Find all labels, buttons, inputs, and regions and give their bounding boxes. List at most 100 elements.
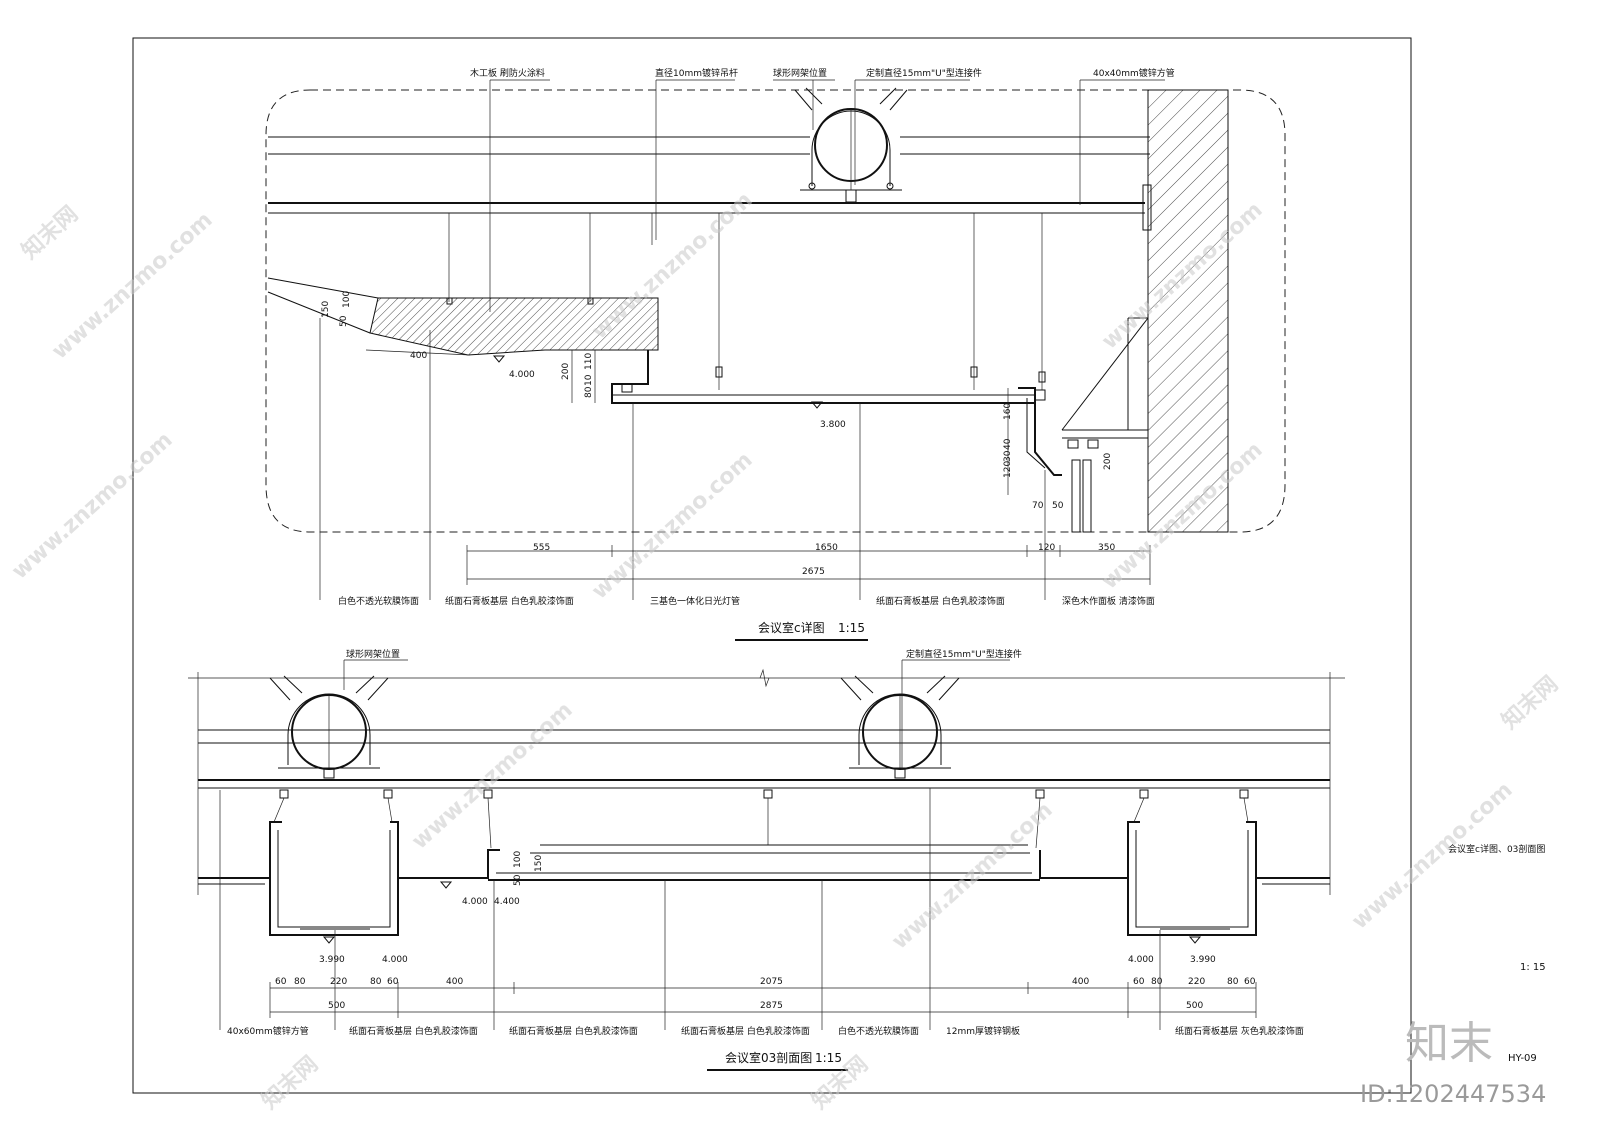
- dim-30: 30: [1003, 450, 1013, 462]
- dim-500-r: 500: [1186, 1001, 1203, 1011]
- svg-text:www.znzmo.com: www.znzmo.com: [407, 698, 577, 855]
- svg-text:www.znzmo.com: www.znzmo.com: [47, 208, 217, 365]
- dim-555: 555: [533, 543, 550, 553]
- right-trough: [1039, 821, 1330, 936]
- svg-text:www.znzmo.com: www.znzmo.com: [7, 428, 177, 585]
- brand-logo: 知末: [1405, 1018, 1493, 1069]
- dim-r-60b: 60: [1244, 977, 1256, 987]
- dim-150-s: 150: [534, 855, 544, 872]
- dim-l-80b: 80: [370, 977, 382, 987]
- dims-right-row1: 400 60 80 220 80 60: [1072, 977, 1256, 987]
- dim-50-s: 50: [513, 874, 523, 886]
- dim-2875: 2875: [760, 1001, 783, 1011]
- callout-hanger: 直径10mm镀锌吊杆: [655, 67, 738, 79]
- svg-text:知末网: 知末网: [1497, 671, 1563, 734]
- callout-square-tube: 40x40mm镀锌方管: [1093, 67, 1175, 79]
- s03-callout-u-connector: 定制直径15mm"U"型连接件: [906, 648, 1022, 660]
- elev-3800: 3.800: [820, 420, 846, 430]
- section-03: 100 150 50 4.000 4.400 3.990 4.000 4.000…: [188, 648, 1345, 1071]
- dim-r-80a: 80: [1151, 977, 1163, 987]
- elev-l-4000b: 4.000: [382, 955, 408, 965]
- dim-200: 200: [561, 363, 571, 380]
- callout-plywood: 木工板 刷防火涂料: [470, 67, 545, 79]
- tube-clips: [279, 789, 1249, 799]
- left-trough: [198, 821, 500, 936]
- concrete-column: [1147, 89, 1229, 533]
- dim-r-220: 220: [1188, 977, 1205, 987]
- dim-l-80a: 80: [294, 977, 306, 987]
- dim-110: 110: [584, 353, 594, 370]
- dim-120-h: 120: [1038, 543, 1055, 553]
- dim-40: 40: [1003, 438, 1013, 450]
- dim-100: 100: [342, 291, 352, 308]
- sheet-border: [132, 37, 1412, 1094]
- dims-left-row1: 60 80 220 80 60 400: [275, 977, 463, 987]
- dim-70: 70: [1032, 501, 1044, 511]
- section-03-scale: 1:15: [815, 1051, 842, 1065]
- ball-joint-node: [794, 87, 908, 203]
- elev-4000: 4.000: [509, 370, 535, 380]
- dim-l-400: 400: [446, 977, 463, 987]
- detail-c: 4.000 3.800 150 100 50 400 200 110 10 80…: [265, 67, 1286, 641]
- sidebar-scale: 1: 15: [1520, 962, 1546, 973]
- dim-160: 160: [1003, 403, 1013, 420]
- s03-callout-gypsum-1: 纸面石膏板基层 白色乳胶漆饰面: [349, 1025, 478, 1037]
- sidebar-drawing-name: 会议室c详图、03剖面图: [1448, 843, 1545, 855]
- dim-50-r: 50: [1052, 501, 1064, 511]
- callout-ball-joint: 球形网架位置: [773, 67, 827, 79]
- dim-2675: 2675: [802, 567, 825, 577]
- elev-l-4000: 4.000: [462, 897, 488, 907]
- svg-text:www.znzmo.com: www.znzmo.com: [887, 798, 1057, 955]
- dim-80: 80: [584, 386, 594, 398]
- svg-text:www.znzmo.com: www.znzmo.com: [1347, 778, 1517, 935]
- watermarks: www.znzmo.com www.znzmo.com www.znzmo.co…: [7, 188, 1563, 1115]
- dim-l-60b: 60: [387, 977, 399, 987]
- callout-gypsum-2: 纸面石膏板基层 白色乳胶漆饰面: [876, 595, 1005, 607]
- s03-callout-steel-plate: 12mm厚镀锌钢板: [946, 1025, 1020, 1037]
- dim-350: 350: [1098, 543, 1115, 553]
- dim-2075: 2075: [760, 977, 783, 987]
- section-03-title: 会议室03剖面图: [725, 1050, 812, 1065]
- callout-soft-film: 白色不透光软膜饰面: [338, 595, 419, 607]
- dim-r-80b: 80: [1227, 977, 1239, 987]
- s03-bottom-callouts: 40x60mm镀锌方管 纸面石膏板基层 白色乳胶漆饰面 纸面石膏板基层 白色乳胶…: [219, 788, 1304, 1037]
- svg-text:知末网: 知末网: [257, 1051, 323, 1114]
- elev-l-4400: 4.400: [494, 897, 520, 907]
- dim-400: 400: [410, 351, 427, 361]
- ball-joint-right: [840, 675, 960, 779]
- callout-u-connector: 定制直径15mm"U"型连接件: [866, 67, 982, 79]
- callout-gypsum-1: 纸面石膏板基层 白色乳胶漆饰面: [445, 595, 574, 607]
- elev-l-3990: 3.990: [319, 955, 345, 965]
- s03-callout-gypsum-3: 纸面石膏板基层 白色乳胶漆饰面: [681, 1025, 810, 1037]
- svg-text:知末网: 知末网: [17, 201, 83, 264]
- callout-wood-panel: 深色木作面板 清漆饰面: [1062, 595, 1155, 607]
- hanger-rods: [446, 213, 1046, 390]
- svg-text:www.znzmo.com: www.znzmo.com: [587, 188, 757, 345]
- top-callouts: 木工板 刷防火涂料 直径10mm镀锌吊杆 球形网架位置 定制直径15mm"U"型…: [470, 67, 1175, 312]
- dim-500-l: 500: [328, 1001, 345, 1011]
- elev-r-4000: 4.000: [1128, 955, 1154, 965]
- dim-50: 50: [339, 315, 349, 327]
- detail-boundary: [265, 89, 1286, 533]
- dim-r-60a: 60: [1133, 977, 1145, 987]
- dim-10: 10: [584, 374, 594, 386]
- dim-r-400: 400: [1072, 977, 1089, 987]
- sidebar-sheet-no: HY-09: [1508, 1053, 1537, 1064]
- dim-100-s: 100: [513, 851, 523, 868]
- dim-200-r: 200: [1103, 453, 1113, 470]
- ball-joint-left: [269, 675, 389, 779]
- s03-callout-gypsum-2: 纸面石膏板基层 白色乳胶漆饰面: [509, 1025, 638, 1037]
- svg-text:www.znzmo.com: www.znzmo.com: [587, 448, 757, 605]
- elev-r-3990: 3.990: [1190, 955, 1216, 965]
- s03-callout-rect-tube: 40x60mm镀锌方管: [227, 1025, 309, 1037]
- s03-callout-ball-joint: 球形网架位置: [346, 648, 400, 660]
- dim-120: 120: [1003, 461, 1013, 478]
- image-id: ID:1202447534: [1360, 1080, 1546, 1108]
- dim-l-220: 220: [330, 977, 347, 987]
- s03-callout-soft-film: 白色不透光软膜饰面: [838, 1025, 919, 1037]
- s03-callout-gypsum-grey: 纸面石膏板基层 灰色乳胶漆饰面: [1175, 1025, 1304, 1037]
- detail-c-title: 会议室c详图: [758, 620, 825, 635]
- bottom-callouts: 白色不透光软膜饰面 纸面石膏板基层 白色乳胶漆饰面 三基色一体化日光灯管 纸面石…: [319, 318, 1155, 607]
- dim-150: 150: [321, 301, 331, 318]
